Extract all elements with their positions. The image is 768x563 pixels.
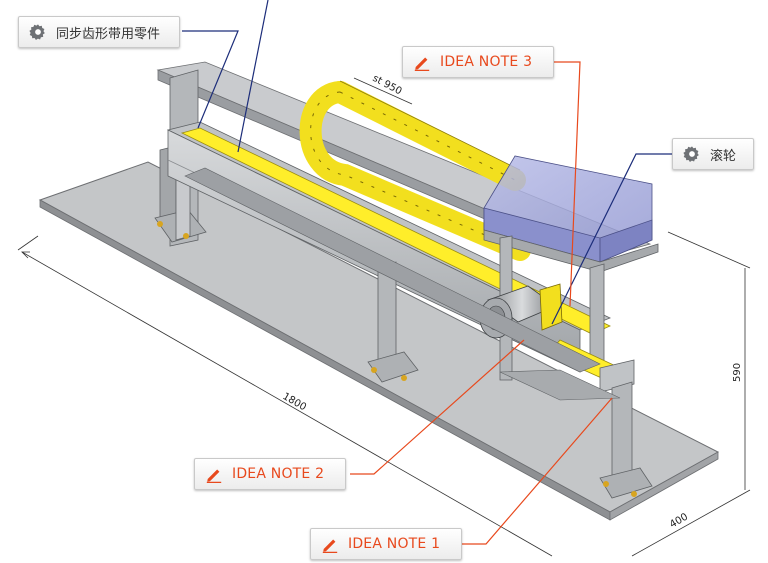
gear-icon <box>683 145 701 163</box>
leader-belt <box>237 0 269 153</box>
leader-timing-belt <box>182 30 239 129</box>
dimension-height <box>667 231 751 490</box>
gear-icon <box>29 23 47 41</box>
pencil-icon <box>413 53 431 71</box>
dimension-width <box>631 489 751 557</box>
idea-note-2-callout[interactable]: IDEA NOTE 2 <box>194 458 346 490</box>
part-roller-callout[interactable]: 滚轮 <box>672 138 754 170</box>
dimension-width-label: 400 <box>668 512 690 531</box>
leader-idea-2 <box>350 339 525 475</box>
part-timing-belt-callout[interactable]: 同步齿形带用零件 <box>18 16 180 48</box>
dimension-stroke <box>353 77 413 105</box>
part-roller-label: 滚轮 <box>710 148 737 164</box>
leader-idea-3 <box>554 61 581 307</box>
carriage-cover <box>483 155 659 381</box>
idea-note-3-label: IDEA NOTE 3 <box>440 54 533 70</box>
lower-rail <box>184 167 621 401</box>
idea-note-3-callout[interactable]: IDEA NOTE 3 <box>402 46 554 78</box>
dimension-length-label: 1800 <box>281 391 309 413</box>
cable-chain <box>299 80 531 261</box>
leader-idea-1 <box>462 397 613 545</box>
dimension-height-label: 590 <box>732 363 743 382</box>
pencil-icon <box>321 535 339 553</box>
pencil-icon <box>205 465 223 483</box>
idea-note-1-callout[interactable]: IDEA NOTE 1 <box>310 528 462 560</box>
leader-roller <box>551 153 672 325</box>
part-timing-belt-label: 同步齿形带用零件 <box>56 26 161 42</box>
right-leg <box>599 381 653 499</box>
idea-note-2-label: IDEA NOTE 2 <box>232 466 325 482</box>
dimension-stroke-label: st 950 <box>371 73 404 97</box>
idea-note-1-label: IDEA NOTE 1 <box>348 536 441 552</box>
dimension-length <box>17 235 553 557</box>
